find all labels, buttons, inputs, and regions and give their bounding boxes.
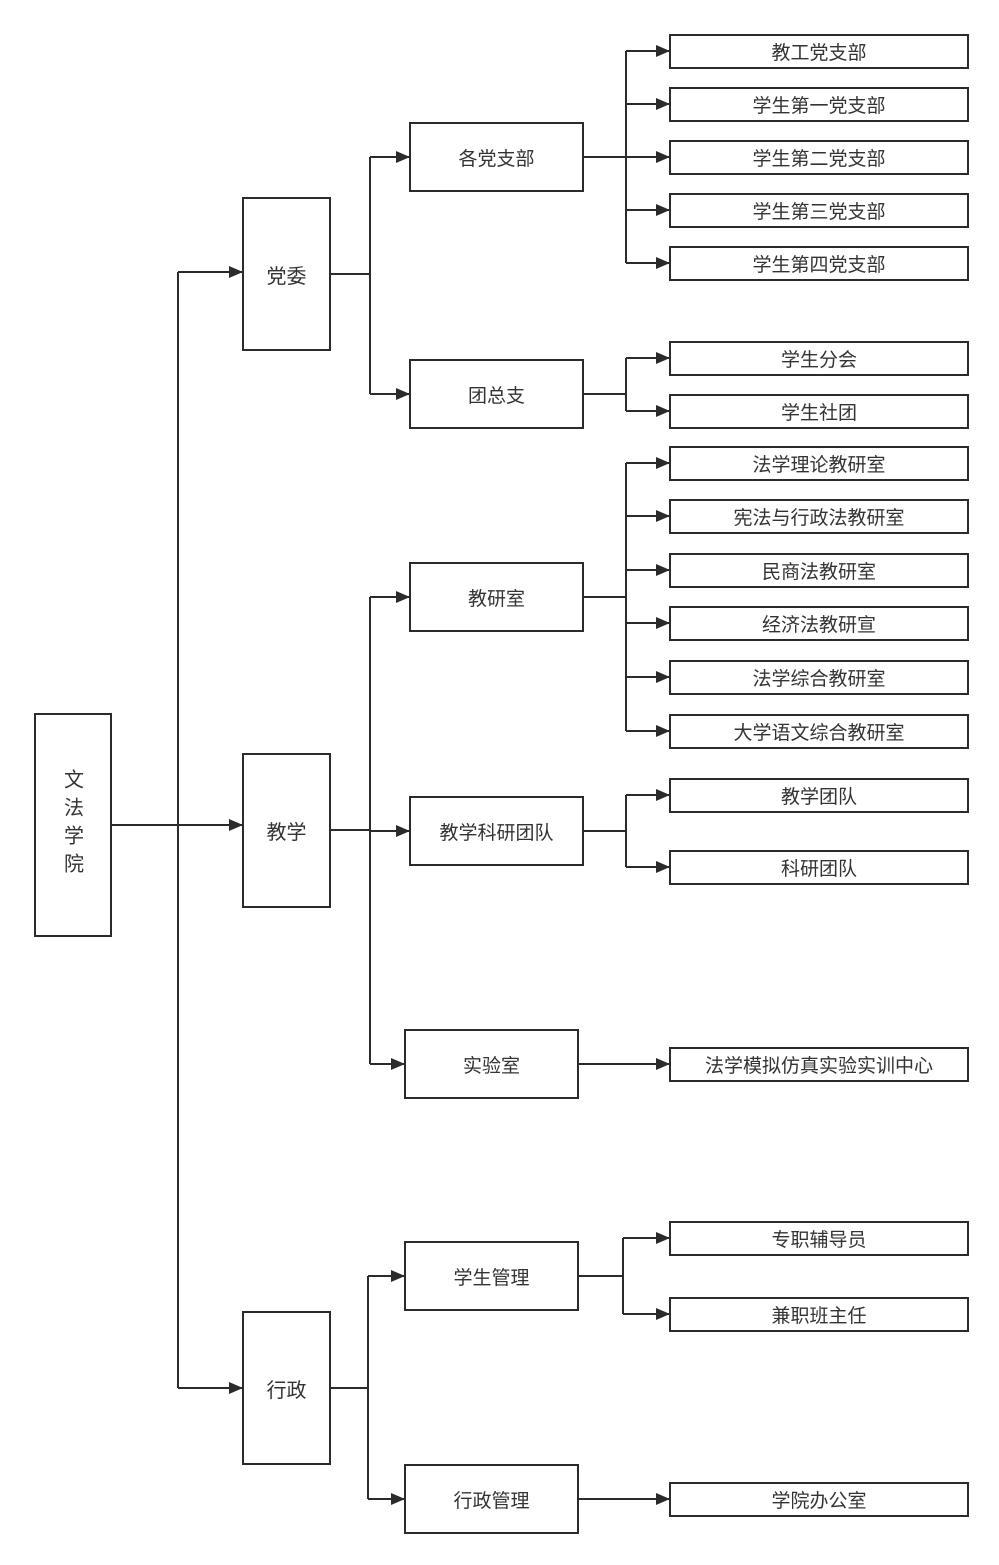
leaf-node: 教工党支部	[669, 34, 969, 69]
leaf-node: 学生第二党支部	[669, 140, 969, 175]
node-teaching-research-teams: 教学科研团队	[409, 796, 584, 866]
node-admin-management: 行政管理	[404, 1464, 579, 1534]
node-party-committee: 党委	[242, 197, 331, 351]
leaf-node: 法学理论教研室	[669, 446, 969, 481]
leaf-node: 法学综合教研室	[669, 660, 969, 695]
leaf-node: 大学语文综合教研室	[669, 714, 969, 749]
leaf-node: 民商法教研室	[669, 553, 969, 588]
leaf-node: 学生第四党支部	[669, 246, 969, 281]
node-teaching: 教学	[242, 753, 331, 908]
leaf-node: 科研团队	[669, 850, 969, 885]
root-node: 文法学院	[34, 713, 112, 937]
node-laboratory: 实验室	[404, 1029, 579, 1099]
leaf-node: 专职辅导员	[669, 1221, 969, 1256]
leaf-node: 学生第一党支部	[669, 87, 969, 122]
leaf-node: 兼职班主任	[669, 1297, 969, 1332]
node-student-management: 学生管理	[404, 1241, 579, 1311]
node-youth-league: 团总支	[409, 359, 584, 429]
leaf-node: 宪法与行政法教研室	[669, 499, 969, 534]
leaf-node: 学院办公室	[669, 1482, 969, 1517]
leaf-node: 学生社团	[669, 394, 969, 429]
leaf-node: 法学模拟仿真实验实训中心	[669, 1047, 969, 1082]
leaf-node: 学生分会	[669, 341, 969, 376]
leaf-node: 经济法教研宣	[669, 606, 969, 641]
leaf-node: 学生第三党支部	[669, 193, 969, 228]
node-research-rooms: 教研室	[409, 562, 584, 632]
leaf-node: 教学团队	[669, 778, 969, 813]
node-administration: 行政	[242, 1311, 331, 1465]
node-party-branches: 各党支部	[409, 122, 584, 192]
